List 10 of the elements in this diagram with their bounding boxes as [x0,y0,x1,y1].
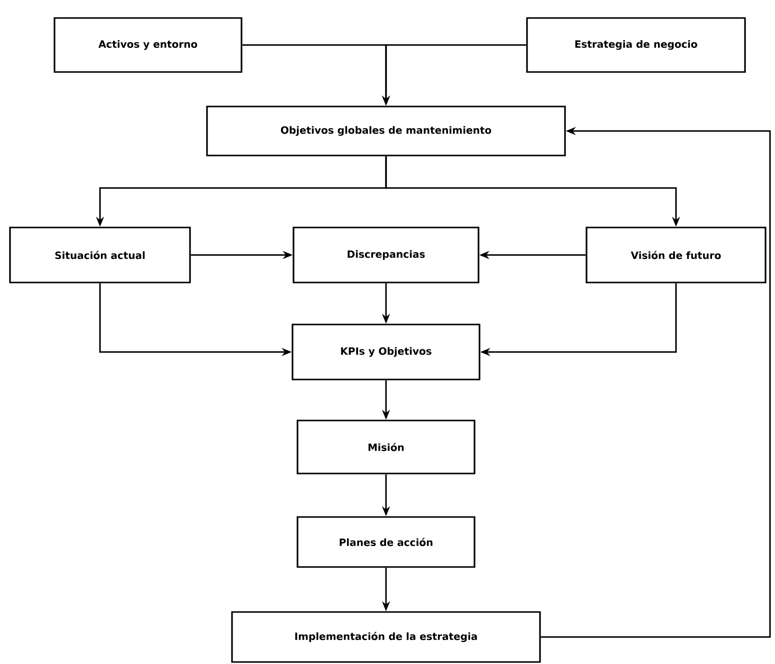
process-box: Situación actual [9,226,191,284]
process-box: Planes de acción [296,516,476,568]
process-box: Visión de futuro [586,226,766,284]
process-box: Discrepancias [292,226,480,284]
process-box: Objetivos globales de mantenimiento [206,106,566,156]
process-box: Implementación de la estrategia [231,611,541,663]
process-box: KPIs y Objetivos [292,324,480,380]
process-box: Activos y entorno [54,17,242,73]
process-box: Misión [296,420,476,474]
process-box: Estrategia de negocio [526,17,746,73]
